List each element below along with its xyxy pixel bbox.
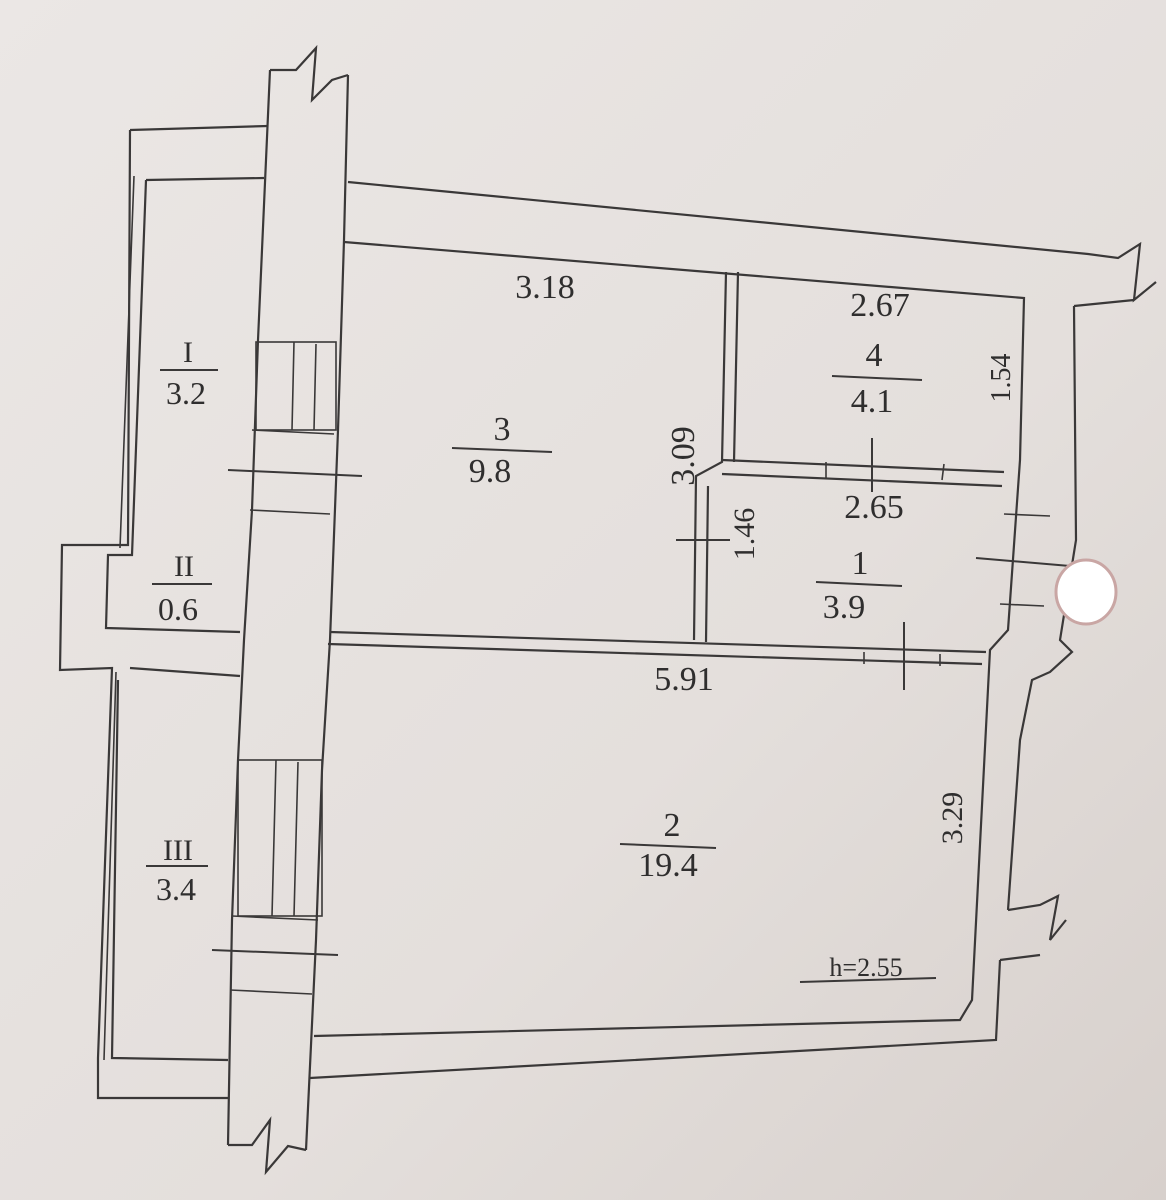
room-2-number: 2 [664, 807, 681, 844]
balcony-III-number: III [163, 834, 193, 867]
room-1-number: 1 [852, 545, 869, 582]
room-3-fraction-bar [451, 447, 553, 453]
room-3-width: 3.18 [515, 269, 575, 306]
balcony-III-area: 3.4 [156, 871, 196, 907]
balcony-II-number: II [174, 550, 194, 583]
outer-walls [309, 180, 1157, 1080]
room-1-area: 3.9 [823, 589, 866, 626]
room-4-number: 4 [866, 337, 883, 374]
room-1-depth: 1.46 [728, 508, 761, 561]
room-2-depth: 3.29 [936, 792, 969, 845]
balcony-II-area: 0.6 [158, 591, 198, 627]
redaction-mark [1054, 558, 1118, 626]
room-2-width: 5.91 [654, 661, 714, 698]
partitions [327, 271, 1005, 690]
room-2-fraction-bar [619, 843, 717, 849]
balcony-strip [58, 124, 269, 1100]
ceiling-height-underline [799, 977, 937, 983]
room-1-width: 2.65 [844, 489, 904, 526]
room-4-fraction-bar [831, 375, 923, 381]
room-3-number: 3 [494, 411, 511, 448]
room-2-area: 19.4 [638, 847, 698, 884]
central-wall [226, 44, 350, 1176]
balcony-I-area: 3.2 [166, 375, 206, 411]
room-1-fraction-bar [815, 581, 903, 587]
balcony-I-number: I [183, 336, 193, 369]
room-4-area: 4.1 [851, 383, 894, 420]
room-3-area: 9.8 [469, 453, 512, 490]
openings [211, 341, 363, 995]
room-4-width: 2.67 [850, 287, 910, 324]
ceiling-height: h=2.55 [829, 953, 902, 982]
room-3-depth: 3.09 [665, 426, 702, 486]
room-4-depth: 1.54 [986, 354, 1017, 403]
